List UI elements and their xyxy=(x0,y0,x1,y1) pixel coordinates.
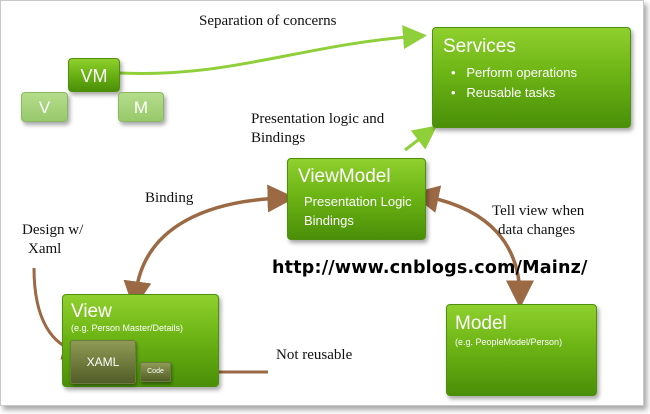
services-box: Services • Perform operations • Reusable… xyxy=(432,27,631,128)
model-subtitle: (e.g. PeopleModel/Person) xyxy=(455,337,563,347)
viewmodel-box: ViewModel Presentation Logic Bindings xyxy=(287,158,426,240)
separation-label: Separation of concerns xyxy=(199,13,337,29)
services-bullet-2: • Reusable tasks xyxy=(451,85,556,100)
viewmodel-services-arrow xyxy=(404,125,438,152)
mini-m-box: M xyxy=(118,92,164,122)
mini-v-label: V xyxy=(38,98,51,117)
services-bullet-2-text: Reusable tasks xyxy=(466,85,556,100)
mini-m-label: M xyxy=(133,98,149,117)
mini-vm-box: VM xyxy=(68,58,120,92)
model-box: Model (e.g. PeopleModel/Person) xyxy=(446,304,597,396)
mini-v-box: V xyxy=(21,92,68,122)
presentation-label-1: Presentation logic and xyxy=(251,111,385,127)
design-label-1: Design w/ xyxy=(22,222,84,238)
xaml-box: XAML xyxy=(70,340,136,384)
design-label-2: Xaml xyxy=(28,241,62,257)
model-title: Model xyxy=(455,313,507,334)
services-bullet-1-text: Perform operations xyxy=(466,65,577,80)
mini-vm-label: VM xyxy=(80,66,108,86)
binding-arrow xyxy=(123,184,296,310)
tell-view-label-2: data changes xyxy=(498,222,576,238)
services-bullet-1: • Perform operations xyxy=(451,65,577,80)
view-title: View xyxy=(71,301,112,322)
code-box: Code xyxy=(140,362,171,382)
binding-label: Binding xyxy=(145,190,194,206)
viewmodel-line-1: Presentation Logic xyxy=(304,194,412,209)
tell-view-label-1: Tell view when xyxy=(492,203,585,219)
url-watermark: http://www.cnblogs.com/Mainz/ xyxy=(272,258,588,278)
not-reusable-label: Not reusable xyxy=(276,347,353,363)
services-title: Services xyxy=(443,36,516,57)
xaml-label: XAML xyxy=(86,355,120,369)
code-label: Code xyxy=(147,368,164,375)
change-notify-arrow xyxy=(410,185,534,309)
separation-arrow xyxy=(119,25,427,75)
presentation-label-2: Bindings xyxy=(251,130,306,146)
viewmodel-line-2: Bindings xyxy=(304,213,354,228)
view-subtitle: (e.g. Person Master/Details) xyxy=(71,323,184,333)
viewmodel-title: ViewModel xyxy=(298,166,391,187)
